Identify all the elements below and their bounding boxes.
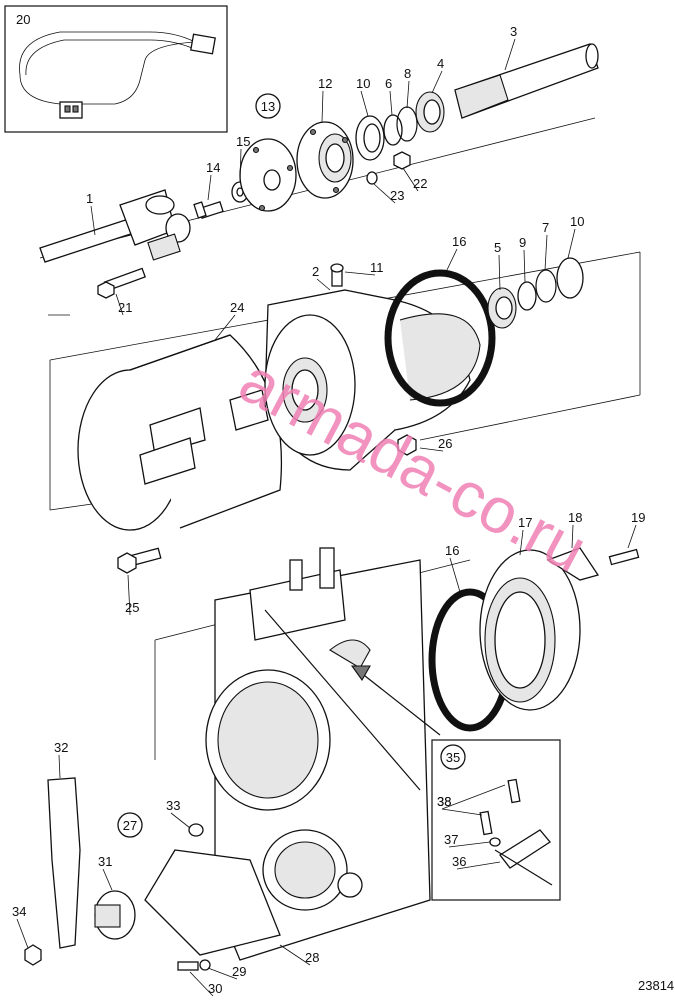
sensor-inset (431, 739, 561, 901)
part-label: 19 (631, 510, 645, 525)
leader-line (544, 234, 548, 271)
part-label: 23 (390, 188, 404, 203)
part-label: 22 (413, 176, 427, 191)
part-label: 11 (370, 260, 384, 275)
part-label: 28 (305, 950, 319, 965)
circled-label: 35 (446, 750, 460, 765)
part-label: 16 (452, 234, 466, 249)
part-label: 7 (542, 220, 549, 235)
leader-line (207, 967, 238, 980)
part-label: 38 (437, 794, 451, 809)
leader-line (441, 784, 506, 810)
part-label: 32 (54, 740, 68, 755)
harness-inset (4, 5, 228, 133)
part-label: 38 (437, 794, 451, 809)
part-label: 26 (438, 436, 452, 451)
part-label: 8 (404, 66, 411, 81)
leader-line (567, 228, 576, 259)
circled-label: 13 (261, 99, 275, 114)
leader-line (360, 90, 369, 117)
leader-line (389, 90, 393, 116)
part-label: 14 (206, 160, 220, 175)
part-label: 10 (356, 76, 370, 91)
leader-line (402, 167, 419, 192)
leader-line (90, 205, 96, 236)
leader-line (239, 148, 242, 183)
leader-line (456, 861, 501, 870)
part-label: 2 (312, 264, 319, 279)
circled-label: 27 (123, 818, 137, 833)
part-label: 29 (232, 964, 246, 979)
leader-line (115, 293, 124, 316)
part-label: 30 (208, 981, 222, 996)
leader-line (504, 38, 516, 71)
part-label: 37 (444, 832, 458, 847)
leader-line (127, 574, 131, 616)
leader-line (321, 90, 324, 123)
part-label: 1 (86, 191, 93, 206)
leader-line (16, 918, 29, 949)
part-label: 10 (570, 214, 584, 229)
leader-line (441, 808, 483, 816)
circled-labels: 13 27 35 (117, 93, 466, 838)
part-label: 12 (318, 76, 332, 91)
part-label: 18 (568, 510, 582, 525)
leader-line (627, 524, 637, 549)
part-label: 24 (230, 300, 244, 315)
part-label: 16 (445, 543, 459, 558)
part-label: 4 (437, 56, 444, 71)
leader-line (449, 557, 461, 593)
gearbox-case (24, 547, 640, 971)
leader-line (445, 248, 458, 273)
leader-line (207, 174, 212, 201)
part-label: 6 (385, 76, 392, 91)
leader-line (448, 841, 491, 848)
part-label: 5 (494, 240, 501, 255)
leader-line (571, 524, 574, 549)
leader-line (58, 754, 61, 779)
leader-line (170, 812, 191, 829)
leader-line (523, 249, 526, 283)
leader-line (519, 529, 524, 556)
part-label: 36 (452, 854, 466, 869)
part-label: 17 (518, 515, 532, 530)
leader-line (419, 447, 444, 452)
leader-line (279, 944, 311, 966)
shaft-assembly (39, 43, 599, 299)
housing-assembly (77, 257, 584, 574)
part-label: 20 (16, 12, 30, 27)
leader-line (344, 271, 376, 276)
part-label: 31 (98, 854, 112, 869)
part-label: 21 (118, 300, 132, 315)
leader-line (189, 971, 214, 997)
drawing-number: 23814 (638, 978, 674, 993)
leader-line (406, 80, 410, 109)
leader-line (102, 868, 113, 891)
part-label: 3 (510, 24, 517, 39)
leader-line (498, 254, 501, 291)
leader-line (214, 314, 236, 341)
part-label: 33 (166, 798, 180, 813)
part-label: 9 (519, 235, 526, 250)
leader-line (373, 183, 396, 204)
leader-line (316, 278, 331, 291)
part-label: 15 (236, 134, 250, 149)
part-label: 25 (125, 600, 139, 615)
leader-line (431, 70, 443, 94)
part-label: 34 (12, 904, 26, 919)
